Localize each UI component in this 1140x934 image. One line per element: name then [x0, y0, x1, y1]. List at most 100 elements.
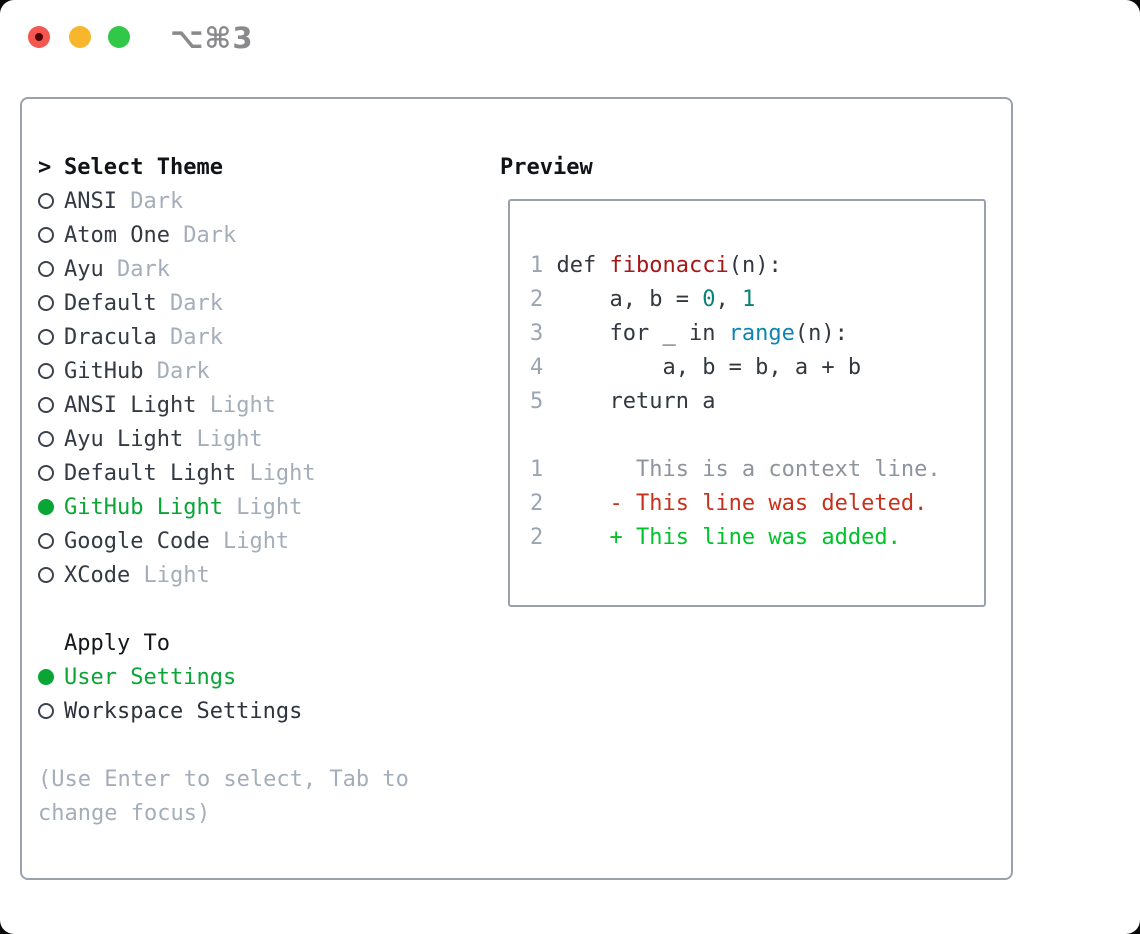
- line-number: 2: [530, 524, 557, 550]
- line-number: 2: [530, 286, 557, 312]
- theme-variant-label: Light: [196, 426, 263, 452]
- code-segment-context: This is a context line.: [556, 456, 941, 482]
- preview-heading: Preview: [500, 154, 593, 180]
- theme-option-label: Ayu Light: [64, 426, 197, 452]
- radio-icon: [38, 533, 64, 549]
- zoom-button[interactable]: [108, 26, 130, 48]
- theme-option[interactable]: Default Dark: [38, 286, 484, 320]
- theme-variant-label: Dark: [156, 358, 210, 384]
- code-line: 2 + This line was added.: [530, 520, 984, 554]
- theme-option[interactable]: Ayu Dark: [38, 252, 484, 286]
- theme-option[interactable]: ANSI Dark: [38, 184, 484, 218]
- code-line: [530, 418, 984, 452]
- theme-option-label: ANSI Light: [64, 392, 210, 418]
- theme-variant-label: Dark: [116, 256, 170, 282]
- code-segment-code: (n):: [794, 320, 848, 346]
- code-segment-code: return a: [556, 388, 716, 414]
- line-number: 3: [530, 320, 557, 346]
- code-segment-number: 0: [702, 286, 716, 312]
- code-line: 5 return a: [530, 384, 984, 418]
- code-segment-code: a, b = b, a + b: [556, 354, 862, 380]
- line-number: 5: [530, 388, 557, 414]
- close-button[interactable]: [28, 26, 50, 48]
- preview-column: Preview 1 def fibonacci(n):2 a, b = 0, 1…: [484, 150, 1011, 878]
- radio-icon: [38, 329, 64, 345]
- prompt-caret-icon: >: [38, 154, 52, 180]
- code-line: 1 This is a context line.: [530, 452, 984, 486]
- code-segment-added: + This line was added.: [556, 524, 901, 550]
- minimize-button[interactable]: [69, 26, 91, 48]
- spacer: [38, 592, 484, 626]
- theme-option-label: Atom One: [64, 222, 184, 248]
- theme-variant-label: Light: [222, 528, 290, 554]
- theme-option-label: Default Light: [64, 460, 250, 486]
- code-line: 1 def fibonacci(n):: [530, 248, 984, 282]
- theme-option-label: Google Code: [64, 528, 223, 554]
- theme-option[interactable]: Ayu Light Light: [38, 422, 484, 456]
- radio-icon: [38, 363, 64, 379]
- radio-icon: [38, 465, 64, 481]
- radio-icon: [38, 567, 64, 583]
- line-number: 2: [530, 490, 557, 516]
- code-segment-builtin: range: [728, 320, 795, 346]
- radio-selected-icon: [38, 669, 64, 685]
- theme-option-label: XCode: [64, 562, 144, 588]
- theme-variant-label: Dark: [183, 222, 237, 248]
- theme-variant-label: Light: [143, 562, 210, 588]
- unsaved-dot-icon: [35, 33, 43, 41]
- apply-option-label: User Settings: [64, 664, 237, 690]
- window-titlebar: ⌥⌘3: [0, 0, 1140, 97]
- theme-option[interactable]: XCode Light: [38, 558, 484, 592]
- theme-option[interactable]: Atom One Dark: [38, 218, 484, 252]
- theme-variant-label: Light: [209, 392, 276, 418]
- code-segment-code: (n):: [728, 252, 782, 278]
- radio-icon: [38, 261, 64, 277]
- theme-option[interactable]: Google Code Light: [38, 524, 484, 558]
- theme-option[interactable]: Dracula Dark: [38, 320, 484, 354]
- theme-option[interactable]: ANSI Light Light: [38, 388, 484, 422]
- theme-option-label: Default: [64, 290, 170, 316]
- apply-option[interactable]: User Settings: [38, 660, 484, 694]
- code-segment-code: a, b =: [556, 286, 703, 312]
- radio-icon: [38, 295, 64, 311]
- code-segment-code: for _ in: [556, 320, 729, 346]
- radio-icon: [38, 397, 64, 413]
- spacer: [38, 728, 484, 762]
- radio-icon: [38, 703, 64, 719]
- help-text-line-1: (Use Enter to select, Tab to: [38, 766, 409, 792]
- code-line: 4 a, b = b, a + b: [530, 350, 984, 384]
- theme-option[interactable]: GitHub Dark: [38, 354, 484, 388]
- code-line: 2 - This line was deleted.: [530, 486, 984, 520]
- code-segment-code: def: [556, 252, 610, 278]
- select-theme-heading: >Select Theme: [38, 150, 484, 184]
- theme-option-label: Dracula: [64, 324, 170, 350]
- theme-option-label: ANSI: [64, 188, 131, 214]
- line-number: 1: [530, 252, 557, 278]
- help-text: (Use Enter to select, Tab to change focu…: [38, 762, 484, 830]
- code-line: 3 for _ in range(n):: [530, 316, 984, 350]
- radio-icon: [38, 227, 64, 243]
- apply-option[interactable]: Workspace Settings: [38, 694, 484, 728]
- radio-selected-icon: [38, 499, 64, 515]
- theme-option-label: GitHub: [64, 358, 157, 384]
- help-text-line-2: change focus): [38, 800, 211, 826]
- radio-icon: [38, 431, 64, 447]
- theme-option-label: Ayu: [64, 256, 117, 282]
- radio-icon: [38, 193, 64, 209]
- theme-variant-label: Dark: [169, 290, 223, 316]
- window-shortcut-label: ⌥⌘3: [170, 21, 254, 55]
- code-line: 2 a, b = 0, 1: [530, 282, 984, 316]
- theme-variant-label: Light: [249, 460, 316, 486]
- code-segment-function: fibonacci: [609, 252, 729, 278]
- theme-variant-label: Dark: [130, 188, 184, 214]
- line-number: [530, 423, 543, 448]
- theme-option[interactable]: GitHub Light Light: [38, 490, 484, 524]
- theme-option[interactable]: Default Light Light: [38, 456, 484, 490]
- code-segment-number: 1: [741, 286, 756, 312]
